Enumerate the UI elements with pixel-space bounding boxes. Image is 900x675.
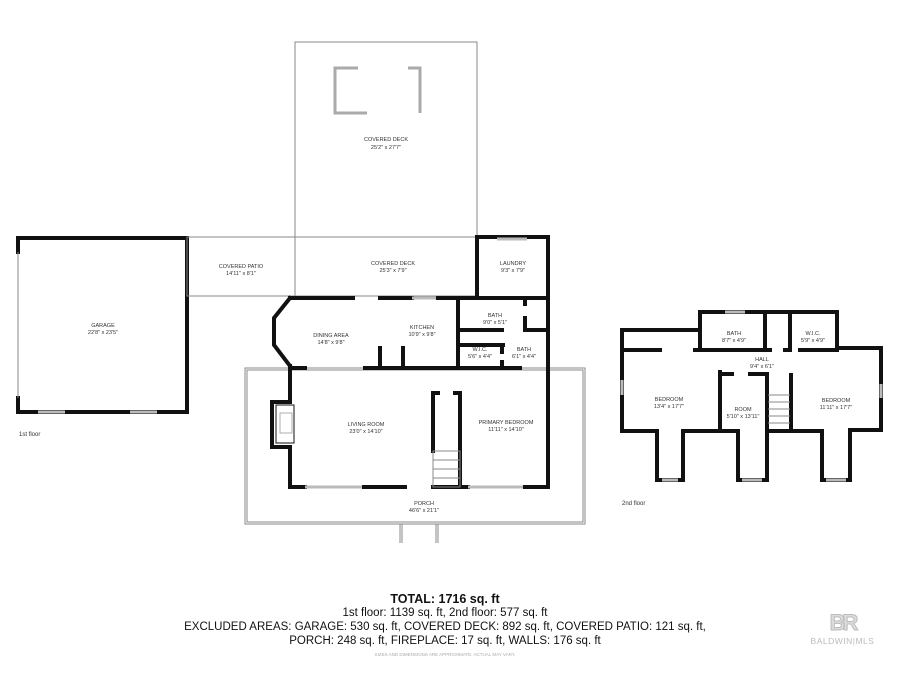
room-name: COVERED DECK [371, 261, 415, 267]
disclaimer: SIZES AND DIMENSIONS ARE APPROXIMATE, AC… [374, 652, 516, 657]
room-dims: 9'0" x 5'1" [483, 320, 507, 326]
floor-label-2nd: 2nd floor [622, 501, 645, 507]
room-dims: 6'1" x 4'4" [512, 354, 536, 360]
room-dims: 25'2" x 27'7" [371, 145, 401, 151]
room-name: COVERED DECK [364, 137, 408, 143]
logo-mark: BR [829, 610, 859, 636]
room-dims: 5'6" x 4'4" [468, 354, 492, 360]
room-dims: 25'3" x 7'9" [379, 268, 406, 274]
room-dims: 14'8" x 9'8" [317, 340, 344, 346]
floor-areas: 1st floor: 1139 sq. ft, 2nd floor: 577 s… [342, 607, 548, 619]
room-dims: 13'4" x 17'7" [654, 404, 684, 410]
baldwin-mls-logo: BR BALDWIN|MLS [800, 610, 885, 647]
room-name: HALL [755, 357, 769, 363]
room-name: LAUNDRY [500, 261, 527, 267]
total-area: TOTAL: 1716 sq. ft [390, 592, 500, 606]
garage-walls [16, 236, 189, 414]
stairs-2nd [768, 394, 790, 424]
room-name: GARAGE [91, 323, 115, 329]
room-name: BATH [727, 331, 741, 337]
room-name: PRIMARY BEDROOM [479, 420, 534, 426]
excluded-areas-line1: EXCLUDED AREAS: GARAGE: 530 sq. ft, COVE… [184, 621, 706, 633]
main-house-walls [270, 235, 550, 489]
logo-text: BALDWIN|MLS [810, 636, 875, 646]
room-dims: 9'4" x 6'1" [750, 364, 774, 370]
room-dims: 9'3" x 7'9" [501, 268, 525, 274]
room-dims: 23'0" x 14'10" [349, 429, 382, 435]
room-dims: 46'6" x 21'1" [409, 508, 439, 514]
room-name: BEDROOM [822, 398, 851, 404]
room-dims: 22'8" x 23'5" [88, 330, 118, 336]
room-name: BATH [488, 313, 502, 319]
stairs-1st [432, 450, 461, 488]
room-dims: 5'9" x 4'9" [801, 338, 825, 344]
room-name: ROOM [734, 407, 752, 413]
room-dims: 11'11" x 17'7" [820, 405, 852, 411]
room-dims: 8'7" x 4'9" [722, 338, 746, 344]
room-name: COVERED PATIO [219, 264, 264, 270]
room-dims: 10'9" x 9'8" [408, 332, 435, 338]
room-name: W.I.C. [806, 331, 821, 337]
floor-label-1st: 1st floor [19, 432, 40, 438]
room-name: KITCHEN [410, 325, 434, 331]
room-name: LIVING ROOM [348, 422, 385, 428]
room-dims: 5'10" x 13'11" [727, 414, 760, 420]
room-name: BATH [517, 347, 531, 353]
room-name: W.I.C. [473, 347, 488, 353]
porch-outline [244, 367, 586, 543]
room-name: DINING AREA [313, 333, 349, 339]
excluded-areas-line2: PORCH: 248 sq. ft, FIREPLACE: 17 sq. ft,… [289, 635, 601, 647]
second-floor-walls [620, 310, 883, 482]
room-dims: 11'11" x 14'10" [488, 427, 524, 433]
room-name: PORCH [414, 501, 434, 507]
room-name: BEDROOM [655, 397, 684, 403]
room-dims: 14'11" x 8'1" [226, 271, 256, 277]
